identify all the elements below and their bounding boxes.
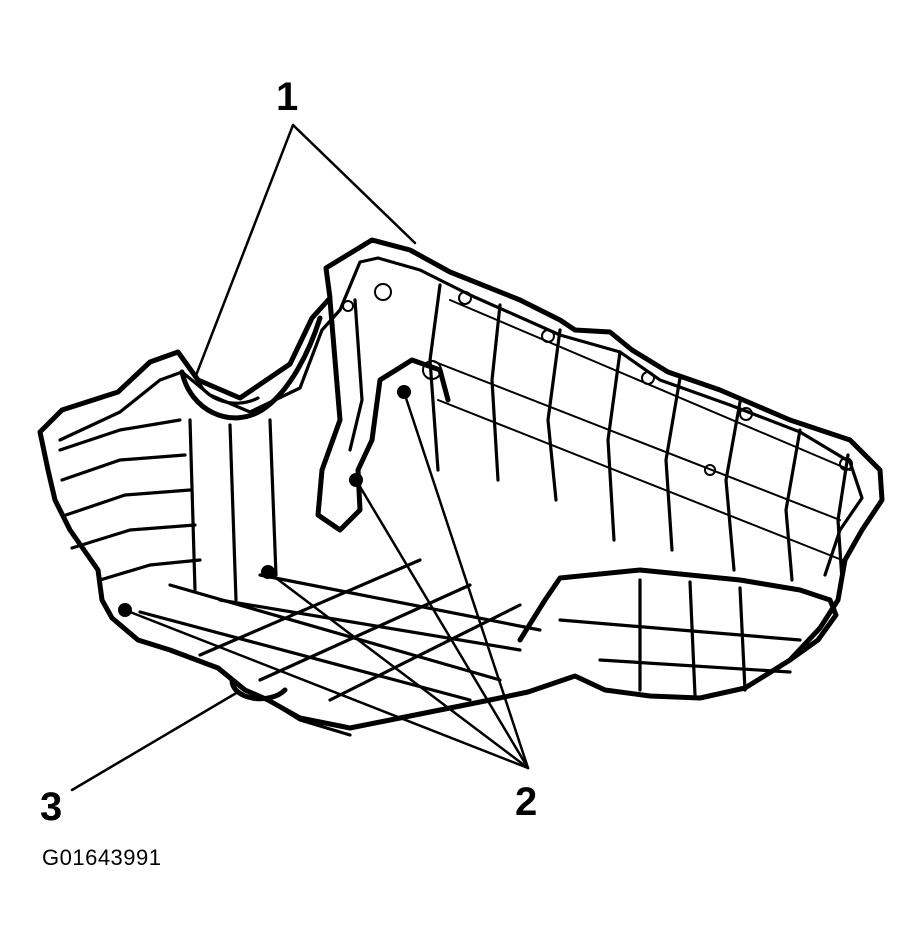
callout-1: 1 xyxy=(276,75,298,119)
callout-2: 2 xyxy=(515,780,537,824)
callout-3: 3 xyxy=(40,785,62,829)
oil-pan-illustration xyxy=(37,237,885,737)
leader-lines xyxy=(70,123,530,792)
figure-id: G01643991 xyxy=(42,845,162,870)
